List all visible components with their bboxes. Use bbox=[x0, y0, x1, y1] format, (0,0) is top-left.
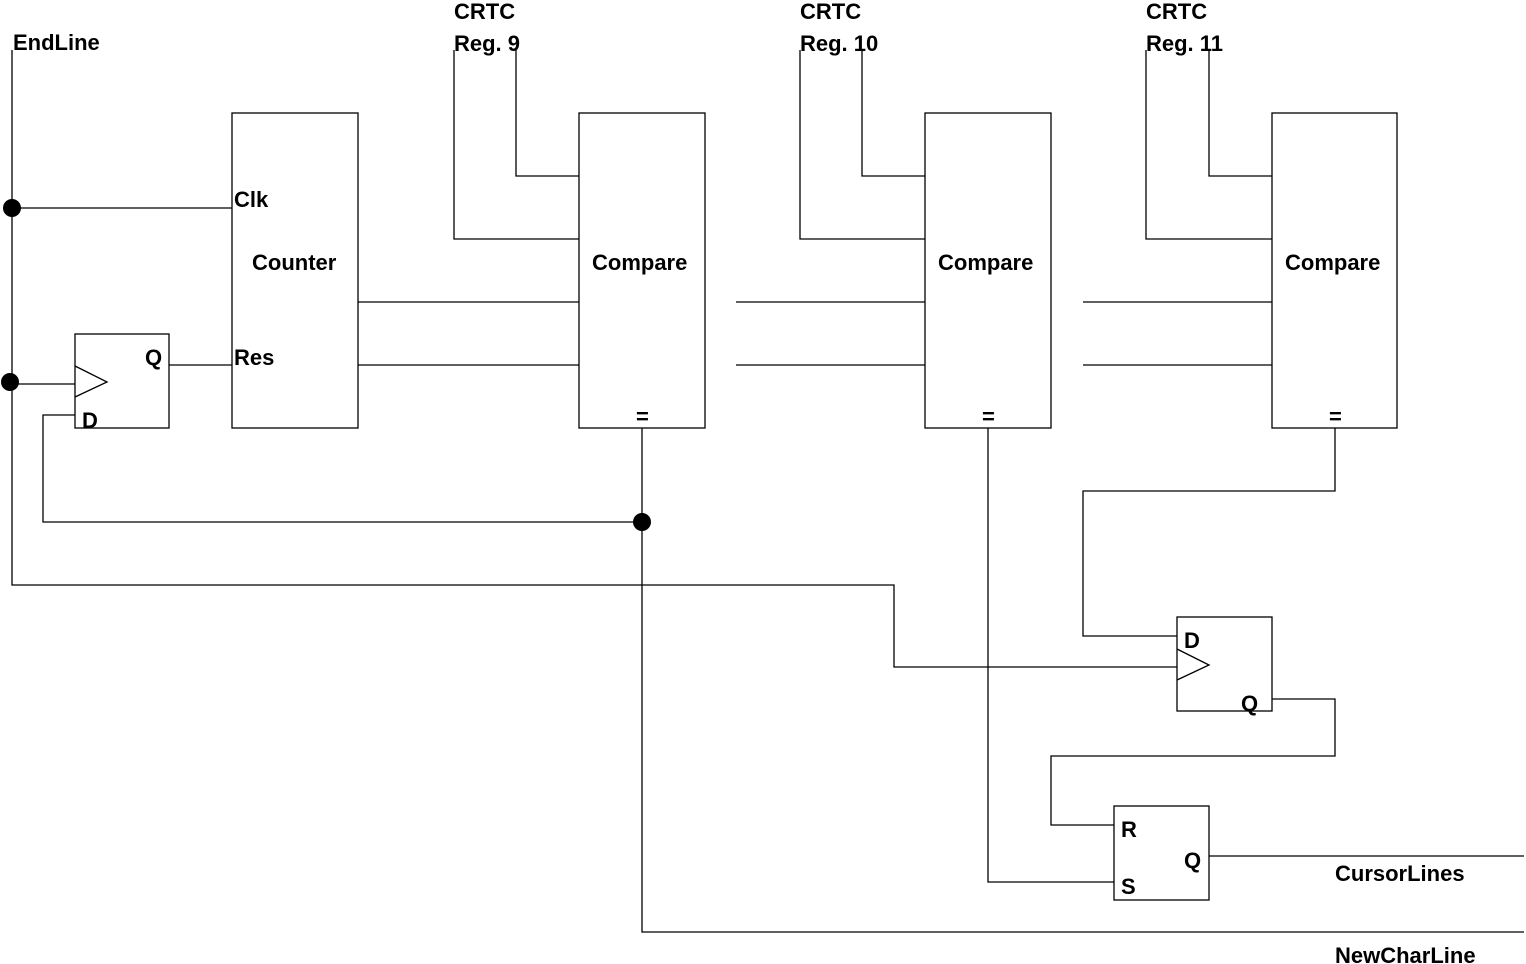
ff2-clock-triangle-icon bbox=[1176, 648, 1211, 681]
rsff-r-label: R bbox=[1121, 817, 1137, 842]
wire-reg11-a bbox=[1145, 50, 1272, 240]
counter-block: Counter Clk Res bbox=[231, 112, 359, 429]
wire-compare3-to-ff2-d bbox=[1082, 428, 1336, 637]
compare-block-2: Compare = CRTC Reg. 10 bbox=[800, 0, 1052, 429]
compare2-box bbox=[924, 112, 1052, 429]
rsff-q-label: Q bbox=[1184, 848, 1201, 873]
newcharline-label: NewCharLine bbox=[1335, 943, 1476, 964]
wire-reg9-b bbox=[515, 50, 579, 177]
endline-label: EndLine bbox=[13, 30, 100, 55]
ff1-d-label: D bbox=[82, 408, 98, 433]
rsff-box bbox=[1113, 805, 1210, 901]
wire-compare2-to-s bbox=[987, 428, 1114, 883]
ff2-q-label: Q bbox=[1241, 691, 1258, 716]
ff1-box bbox=[74, 333, 170, 429]
junction-dot-clk bbox=[3, 199, 21, 217]
compare1-box bbox=[578, 112, 706, 429]
compare2-reg-line2: Reg. 10 bbox=[800, 31, 878, 56]
ff1-clock-triangle-icon bbox=[74, 365, 109, 398]
ff2-d-label: D bbox=[1184, 628, 1200, 653]
compare3-eq-label: = bbox=[1329, 404, 1342, 429]
rs-flipflop: R S Q bbox=[1113, 805, 1210, 901]
compare3-box bbox=[1271, 112, 1398, 429]
d-flipflop-2: D Q bbox=[1176, 616, 1273, 716]
compare3-title: Compare bbox=[1285, 250, 1380, 275]
wires bbox=[11, 50, 1524, 933]
junction-dot-compare1 bbox=[633, 513, 651, 531]
compare2-reg-line1: CRTC bbox=[800, 0, 861, 24]
d-flipflop-1: Q D bbox=[74, 333, 170, 433]
compare-block-3: Compare = CRTC Reg. 11 bbox=[1146, 0, 1398, 429]
wire-reg9-a bbox=[453, 50, 579, 240]
wire-ff2-q-to-r bbox=[1050, 698, 1336, 826]
ff2-box bbox=[1176, 616, 1273, 712]
rsff-s-label: S bbox=[1121, 874, 1136, 899]
compare1-eq-label: = bbox=[636, 404, 649, 429]
compare3-reg-line1: CRTC bbox=[1146, 0, 1207, 24]
wire-reg10-a bbox=[799, 50, 925, 240]
compare1-reg-line1: CRTC bbox=[454, 0, 515, 24]
cursorlines-label: CursorLines bbox=[1335, 861, 1465, 886]
counter-res-label: Res bbox=[234, 345, 274, 370]
compare3-reg-line2: Reg. 11 bbox=[1146, 31, 1223, 56]
wire-reg11-b bbox=[1208, 50, 1272, 177]
junction-dot-ff1 bbox=[1, 373, 19, 391]
wire-reg10-b bbox=[861, 50, 925, 177]
counter-clk-label: Clk bbox=[234, 187, 269, 212]
compare2-eq-label: = bbox=[982, 404, 995, 429]
counter-title: Counter bbox=[252, 250, 337, 275]
compare-block-1: Compare = CRTC Reg. 9 bbox=[454, 0, 706, 429]
wire-newcharline bbox=[641, 428, 1524, 933]
compare1-title: Compare bbox=[592, 250, 687, 275]
compare2-title: Compare bbox=[938, 250, 1033, 275]
counter-box bbox=[231, 112, 359, 429]
ff1-q-label: Q bbox=[145, 345, 162, 370]
wire-ff1-d bbox=[42, 414, 642, 523]
compare1-reg-line2: Reg. 9 bbox=[454, 31, 520, 56]
